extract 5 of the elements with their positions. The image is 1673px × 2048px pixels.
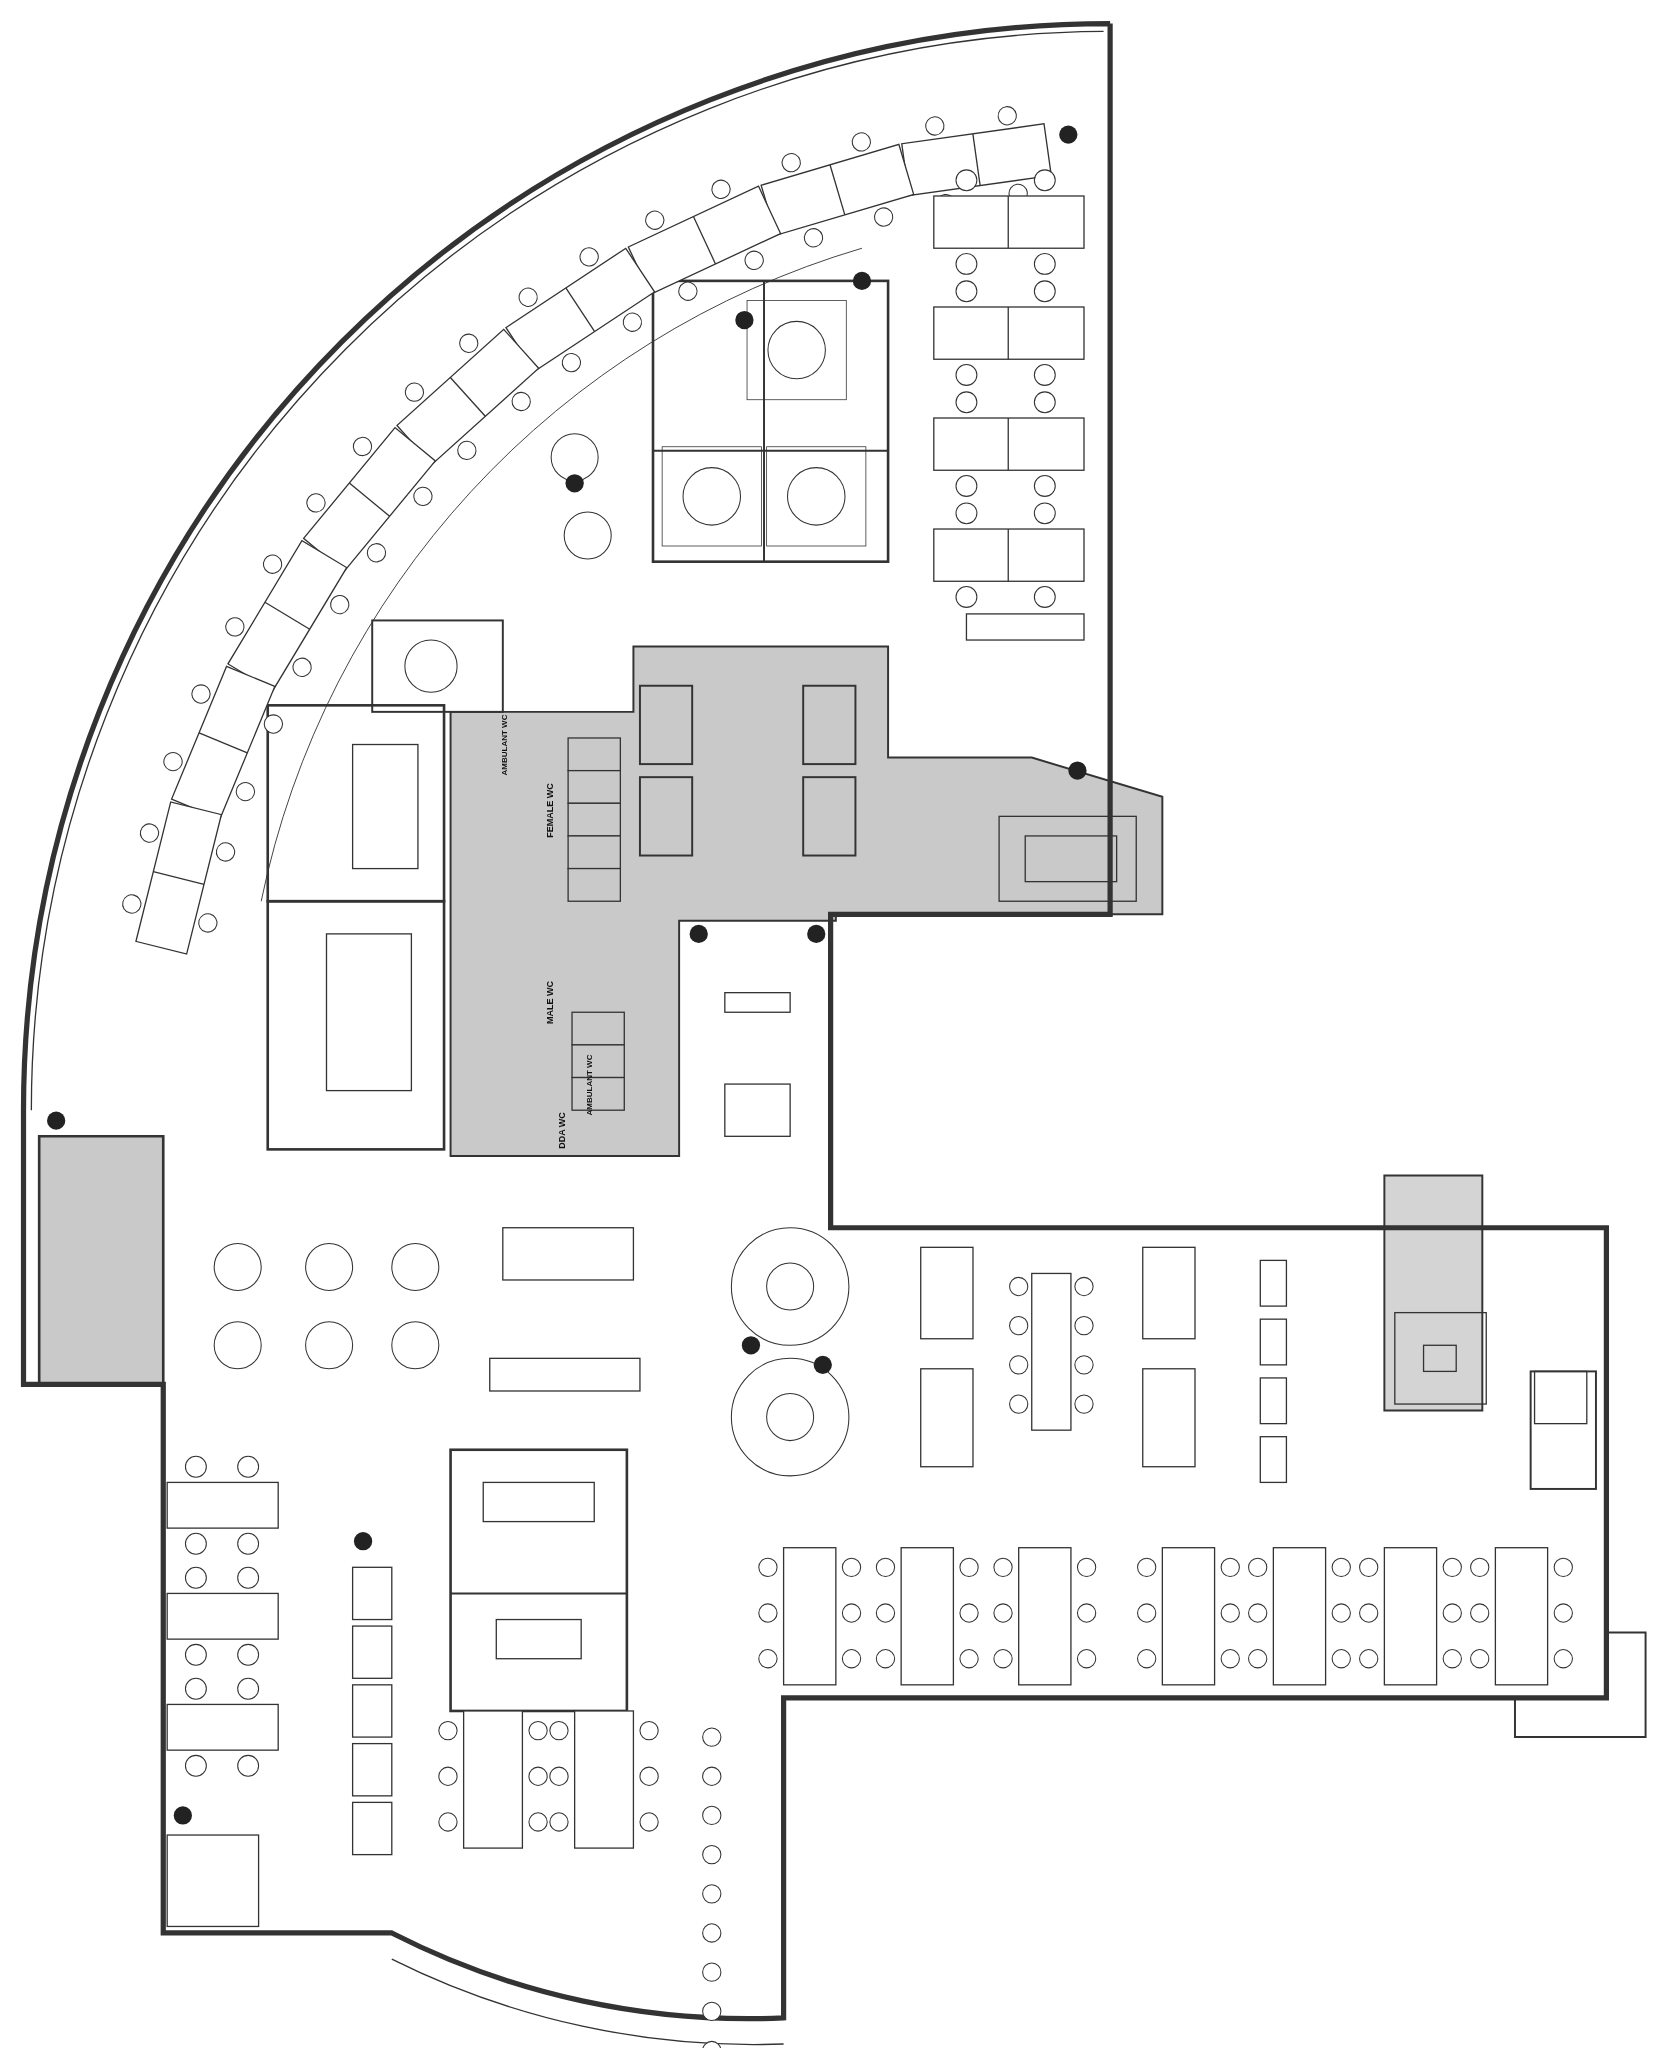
room-label: FEMALE WC [545, 782, 555, 838]
room-label: DDA WC [557, 1111, 567, 1149]
room-label: AMBULANT WC [500, 714, 509, 776]
room-label: AMBULANT WC [585, 1054, 594, 1116]
room-label: MALE WC [545, 980, 555, 1024]
